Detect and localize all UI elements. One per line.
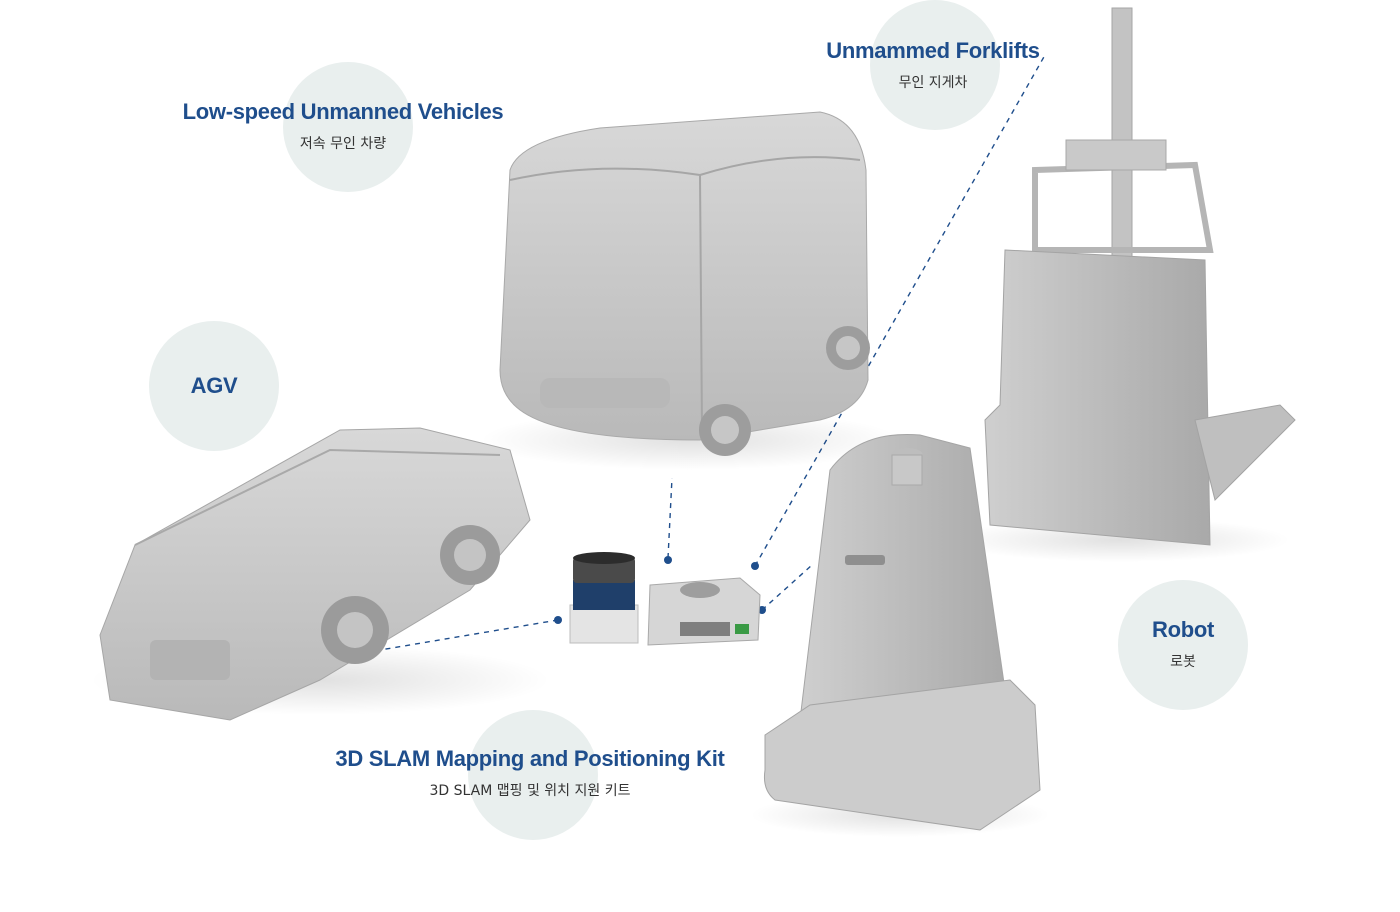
forklifts-subtitle: 무인 지게차 [898,75,968,91]
forklift-model [950,7,1296,562]
slam-kit-subtitle: 3D SLAM 맵핑 및 위치 지원 키트 [429,783,631,799]
computing-box [647,577,761,646]
bubble-forklifts [870,0,1000,130]
slam-kit-title: 3D SLAM Mapping and Positioning Kit [335,746,725,771]
label-low-speed: Low-speed Unmanned Vehicles 저속 무인 차량 [170,99,516,153]
shuttle-bus-model [480,111,900,470]
agv-tug-model [90,427,550,721]
lidar-sensor [569,552,639,644]
label-slam-kit: 3D SLAM Mapping and Positioning Kit 3D S… [310,746,750,800]
low-speed-subtitle: 저속 무인 차량 [299,136,387,152]
label-forklifts: Unmammed Forklifts 무인 지게차 [810,38,1056,92]
forklifts-title: Unmammed Forklifts [826,38,1040,63]
bubble-agv [149,321,279,451]
low-speed-title: Low-speed Unmanned Vehicles [182,99,504,124]
robot-subtitle: 로봇 [1170,654,1196,670]
bubble-slam-kit [468,710,598,840]
connector-lines [379,54,1046,651]
connector-dots [554,556,766,624]
bubble-robot [1118,580,1248,710]
bubble-low-speed [283,62,413,192]
label-robot: Robot 로봇 [1118,617,1248,671]
service-robot-model [750,433,1050,837]
robot-title: Robot [1151,617,1215,642]
label-agv: AGV [149,373,279,399]
agv-title: AGV [190,373,238,398]
